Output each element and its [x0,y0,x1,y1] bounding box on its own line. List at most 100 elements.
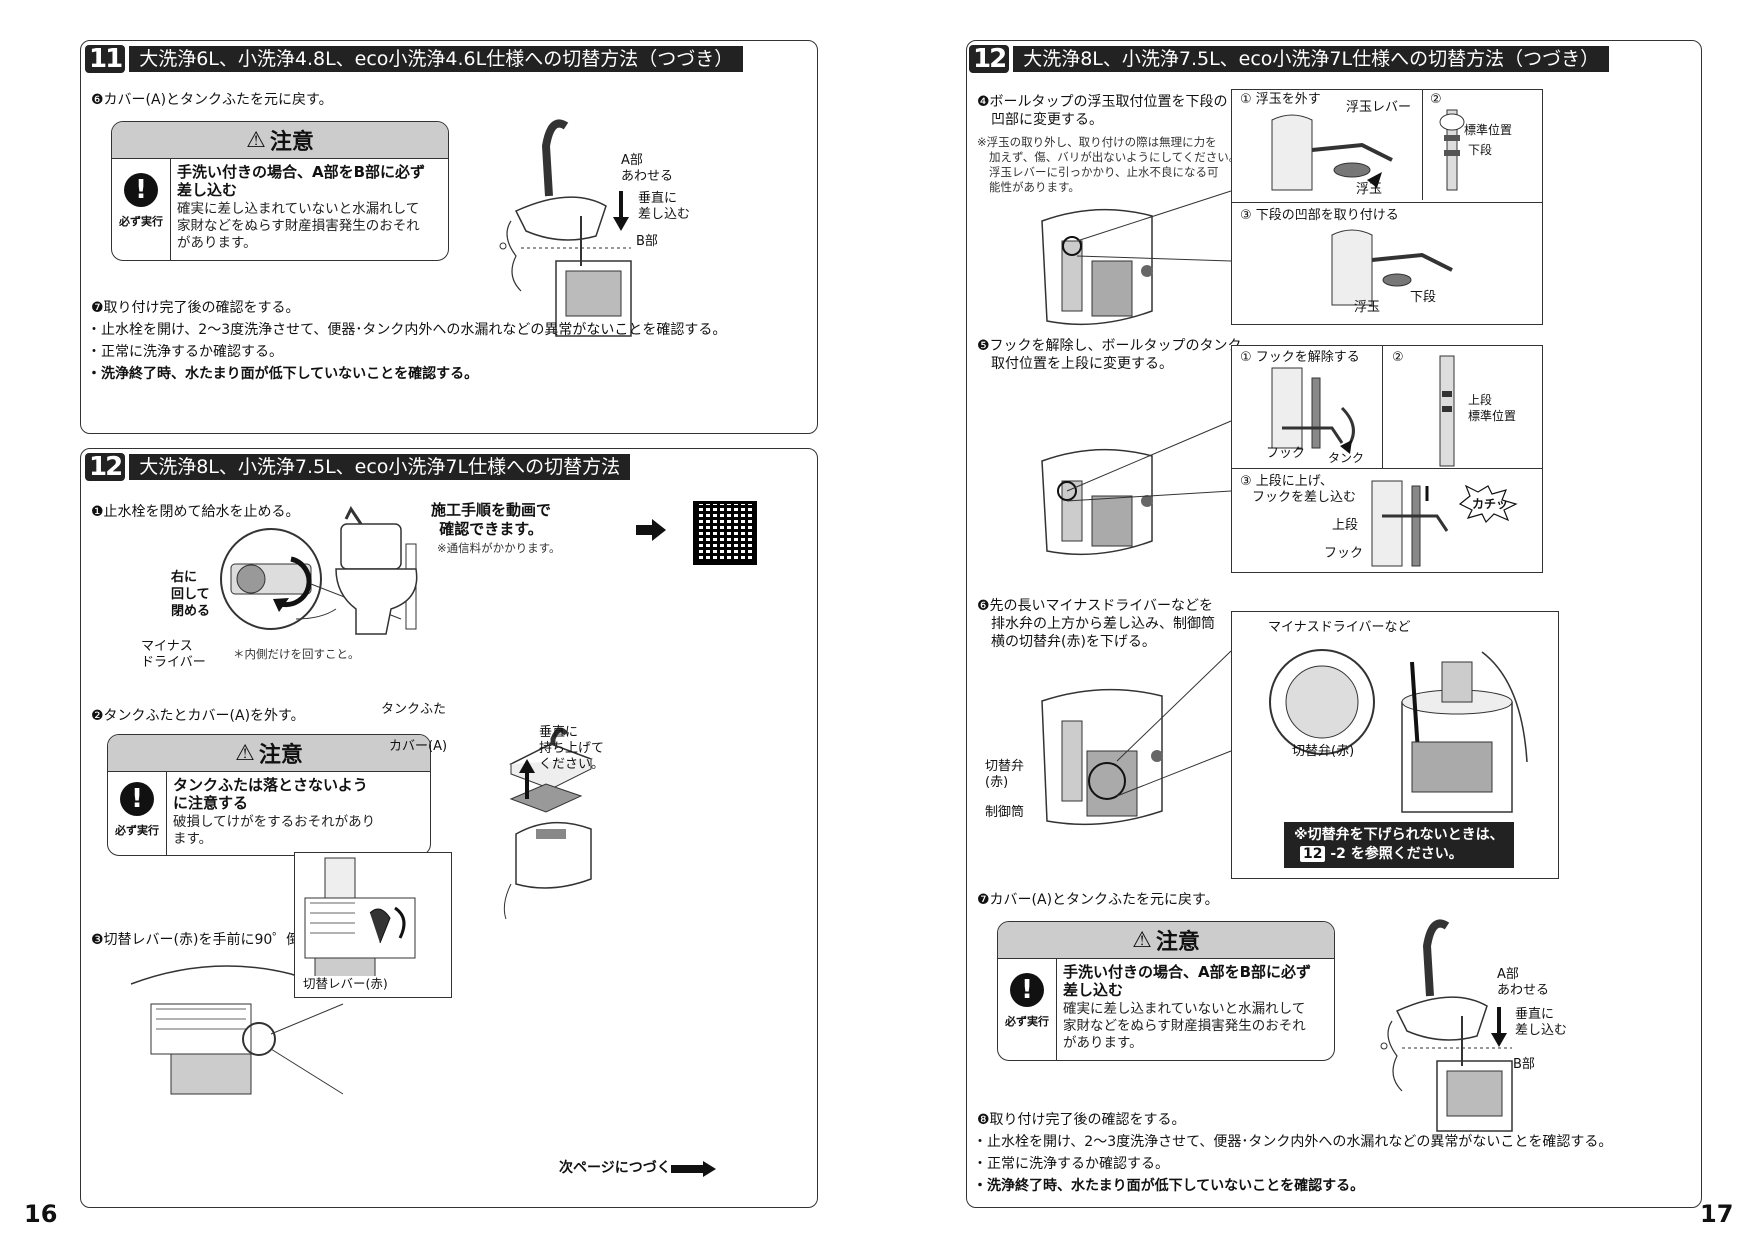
upper-stage-label-2: 上段 [1332,518,1359,533]
switch-lever-figure [130,965,352,1095]
s12c-check-1: ・止水栓を開け、2〜3度洗浄させて、便器･タンク内外への水漏れなどの異常がないこ… [973,1134,1613,1150]
s12c-check-3: ・洗浄終了時、水たまり面が低下していないことを確認する。 [973,1178,1365,1194]
must-do-label: 必ず実行 [1005,1015,1049,1028]
must-do-label: 必ず実行 [119,215,163,228]
warning-icon: ⚠ [235,740,255,766]
click-burst-icon [1458,484,1518,524]
warning-icon: ⚠ [246,127,266,153]
section12c-header: 12 大洗浄8L、小洗浄7.5L、eco小洗浄7L仕様への切替方法（つづき） [969,45,1610,73]
zoom-lines-step6 [1116,650,1232,797]
vertical-insert-label-2: 垂直に差し込む [1515,1007,1568,1038]
right-arrow-icon [636,519,666,541]
page-number-left: 16 [24,1200,58,1228]
cover-a-label: カバー(A) [389,739,448,754]
switch-lever-detail: 切替レバー(赤) [294,852,452,998]
section11-header: 11 大洗浄6L、小洗浄4.8L、eco小洗浄4.6L仕様への切替方法（つづき） [85,45,744,73]
s11-check-1: ・止水栓を開け、2〜3度洗浄させて、便器･タンク内外への水漏れなどの異常がないこ… [87,322,727,338]
caution-header: ⚠注意 [998,922,1334,959]
driver-label: マイナスドライバー [141,639,206,670]
s12-step3: ❸切替レバー(赤)を手前に90゜倒す。 [91,932,327,948]
a-part-label: A部あわせる [621,153,674,184]
page-number-right: 17 [1700,1200,1734,1228]
hook-insert-figure [1371,480,1449,567]
s11-step7: ❼取り付け完了後の確認をする。 [91,300,300,316]
zoom-lines-step4 [1076,190,1232,262]
switch-valve-label: 切替弁(赤) [1292,744,1355,759]
video-qr-code[interactable] [693,501,757,565]
float-label: 浮玉 [1356,182,1383,197]
s12-step1: ❶止水栓を閉めて給水を止める。 [91,504,300,520]
continue-next-page[interactable]: 次ページにつづく [559,1160,671,1176]
float-lever-label: 浮玉レバー [1346,100,1412,115]
release-hook-step: ① フックを解除する [1240,350,1360,365]
s12c-check-2: ・正常に洗浄するか確認する。 [973,1156,1169,1172]
valve-detail-figure [1269,649,1528,813]
switch-lever-label: 切替レバー(赤) [303,976,388,992]
float-position-figure [1439,109,1465,191]
down-arrow-icon-2 [1491,1007,1507,1047]
caution-headline: タンクふたは落とさないように注意する [173,776,368,812]
warning-icon: ⚠ [1132,927,1152,953]
section12-header: 12 大洗浄8L、小洗浄7.5L、eco小洗浄7L仕様への切替方法 [85,453,631,481]
faucet-figure-2 [1380,919,1513,1132]
caution-headline: 手洗い付きの場合、A部をB部に必ず差し込む [1063,963,1312,999]
tank-label: タンク [1328,451,1365,465]
hook-release-figure [1271,367,1355,454]
vertical-insert-label: 垂直に差し込む [638,191,691,222]
click-label: カチッ [1472,497,1509,511]
caution-description: 確実に差し込まれていないと水漏れして家財などをぬらす財産損害発生のおそれがありま… [177,201,420,251]
b-part-label: B部 [636,234,658,249]
s12-step6: ❻先の長いマイナスドライバーなどを排水弁の上方から差し込み、制御筒横の切替弁(赤… [977,598,1215,650]
section11-number: 11 [85,45,126,73]
s12-step7: ❼カバー(A)とタンクふたを元に戻す。 [977,892,1219,908]
section12-box: 12 大洗浄8L、小洗浄7.5L、eco小洗浄7L仕様への切替方法 ❶止水栓を閉… [80,448,818,1208]
valve-note: ※切替弁を下げられないときは、12 -2 を参照ください。 [1284,822,1514,868]
raise-insert-step: ③ 上段に上げ、フックを差し込む [1240,474,1357,505]
tank-figure-step5 [1041,448,1153,556]
toilet-figure [295,506,418,635]
s11-step6: ❻カバー(A)とタンクふたを元に戻す。 [91,92,333,108]
video-fee-note: ※通信料がかかります。 [437,541,561,555]
inner-only-note: ＊内側だけを回すこと。 [233,647,360,661]
section11-box: 11 大洗浄6L、小洗浄4.8L、eco小洗浄4.6L仕様への切替方法（つづき）… [80,40,818,434]
section12-continued-box: 12 大洗浄8L、小洗浄7.5L、eco小洗浄7L仕様への切替方法（つづき） ❹… [966,40,1702,1208]
exclamation-icon: ! [124,173,158,207]
float-remove-figure [1271,114,1393,191]
tank-figure-step4 [1041,208,1153,326]
s11-check-3: ・洗浄終了時、水たまり面が低下していないことを確認する。 [87,366,479,382]
turn-right-label: 右に回して閉める [171,570,211,619]
hook-detail-box: ① フックを解除する ② フック タンク 上段 標準位置 ③ 上段に上げ、フック… [1231,345,1543,573]
s11-check-2: ・正常に洗浄するか確認する。 [87,344,283,360]
step-2-marker: ② [1430,92,1442,107]
rail-figure [1439,355,1455,467]
exclamation-icon: ! [1010,973,1044,1007]
caution-description: 破損してけがをするおそれがあります。 [173,814,376,847]
lift-vertical-label: 垂直に持ち上げてください。 [539,725,605,772]
faucet-figure [499,119,632,337]
remove-float-step: ① 浮玉を外す [1240,92,1321,107]
section12-number: 12 [85,453,126,481]
valve-detail-box: マイナスドライバーなど 切替弁(赤) ※切替弁を下げられないときは、12 -2 … [1231,611,1559,879]
s11-caution: ⚠注意 ! 必ず実行 手洗い付きの場合、A部をB部に必ず差し込む 確実に差し込ま… [111,121,449,261]
switch-valve-left-label: 切替弁(赤) [985,759,1025,790]
s12-step2: ❷タンクふたとカバー(A)を外す。 [91,708,305,724]
section12c-title: 大洗浄8L、小洗浄7.5L、eco小洗浄7L仕様への切替方法（つづき） [1013,46,1610,72]
caution-header: ⚠注意 [112,122,448,159]
float-detail-box: ① 浮玉を外す 浮玉レバー ② 浮玉 標準位置 下段 ③ 下段の凹部を取り付ける… [1231,89,1543,325]
hook-label: フック [1266,446,1306,461]
s12c-caution: ⚠注意 ! 必ず実行 手洗い付きの場合、A部をB部に必ず差し込む 確実に差し込ま… [997,921,1335,1061]
s12-step8: ❽取り付け完了後の確認をする。 [977,1112,1186,1128]
standard-position-label: 標準位置 [1464,123,1513,137]
b-part-label-2: B部 [1513,1057,1535,1072]
s12-step5: ❺フックを解除し、ボールタップのタンク取付位置を上段に変更する。 [977,338,1242,372]
section12c-number: 12 [969,45,1010,73]
caution-headline: 手洗い付きの場合、A部をB部に必ず差し込む [177,163,426,199]
caution-description: 確実に差し込まれていないと水漏れして家財などをぬらす財産損害発生のおそれがありま… [1063,1001,1306,1051]
section-ref-badge[interactable]: 12 [1300,846,1326,862]
s12-caution: ⚠注意 ! 必ず実行 タンクふたは落とさないように注意する 破損してけがをするお… [107,734,431,856]
section12-title: 大洗浄8L、小洗浄7.5L、eco小洗浄7L仕様への切替方法 [129,454,631,480]
s12-step4-note: ※浮玉の取り外し、取り付けの際は無理に力を加えず、傷、バリが出ないようにしてくだ… [977,135,1241,194]
standard-position-label-b: 標準位置 [1468,409,1517,423]
hook-label-2: フック [1324,546,1364,561]
exclamation-icon: ! [120,782,154,816]
